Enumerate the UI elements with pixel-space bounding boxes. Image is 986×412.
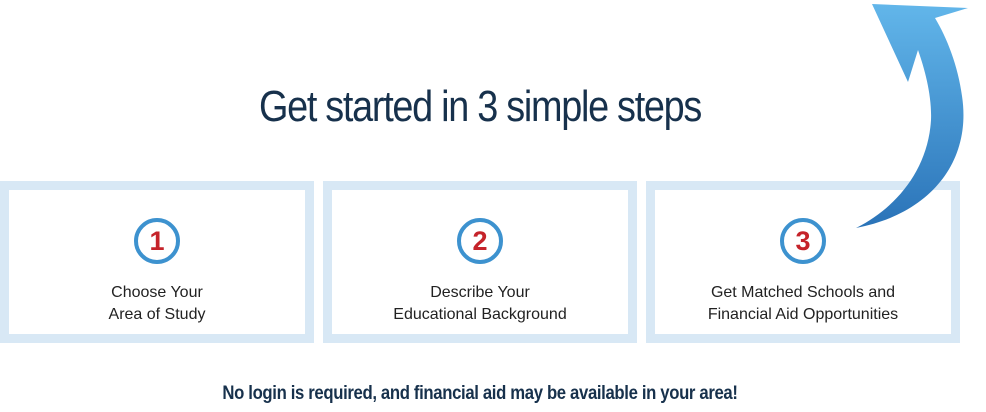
step-description: Get Matched Schools and Financial Aid Op… bbox=[655, 282, 951, 326]
page-headline: Get started in 3 simple steps bbox=[258, 82, 702, 131]
step-description-line: Educational Background bbox=[393, 306, 567, 323]
step-description-line: Choose Your bbox=[111, 284, 203, 301]
step-card-inner: 1 Choose Your Area of Study bbox=[9, 190, 305, 334]
step-description-line: Financial Aid Opportunities bbox=[707, 306, 899, 323]
step-description-line: Area of Study bbox=[108, 306, 206, 323]
step-number-badge: 3 bbox=[780, 218, 826, 264]
step-description: Choose Your Area of Study bbox=[9, 282, 305, 326]
step-card-inner: 3 Get Matched Schools and Financial Aid … bbox=[655, 190, 951, 334]
step-description: Describe Your Educational Background bbox=[332, 282, 628, 326]
step-description-line: Get Matched Schools and bbox=[710, 284, 896, 301]
steps-row: 1 Choose Your Area of Study 2 Describe Y… bbox=[0, 181, 960, 343]
step-card-1: 1 Choose Your Area of Study bbox=[0, 181, 314, 343]
step-card-2: 2 Describe Your Educational Background bbox=[323, 181, 637, 343]
step-number-badge: 2 bbox=[457, 218, 503, 264]
step-card-3: 3 Get Matched Schools and Financial Aid … bbox=[646, 181, 960, 343]
step-card-inner: 2 Describe Your Educational Background bbox=[332, 190, 628, 334]
step-description-line: Describe Your bbox=[430, 284, 530, 301]
step-number-badge: 1 bbox=[134, 218, 180, 264]
footer-note: No login is required, and financial aid … bbox=[222, 383, 738, 404]
